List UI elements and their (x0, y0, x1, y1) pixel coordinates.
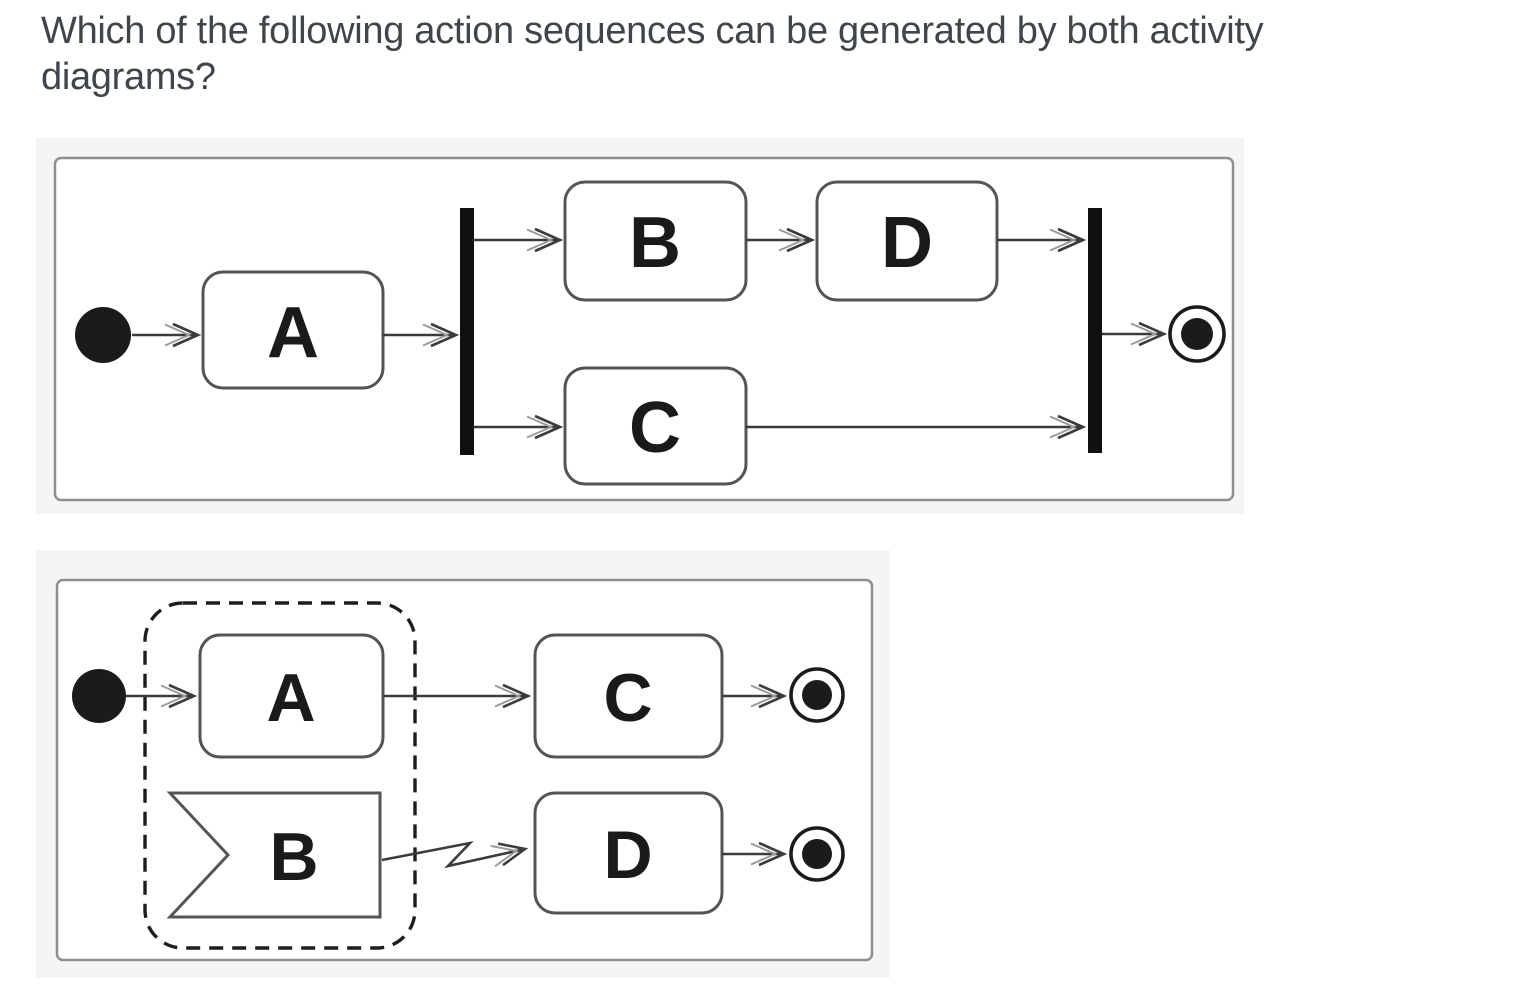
initial-node-icon (75, 307, 131, 363)
fork-bar-icon (460, 208, 474, 455)
question-text: Which of the following action sequences … (41, 10, 1264, 98)
initial-node-icon (72, 669, 126, 723)
signal-receipt-node-b (166, 791, 382, 919)
join-bar-icon (1088, 208, 1102, 453)
action-node-d-label: D (881, 203, 933, 283)
action-node-a-label: A (266, 660, 315, 736)
activity-diagram-1: A B D C (36, 138, 1244, 519)
diagram2-canvas: A C B D (36, 550, 890, 978)
action-node-c-label: C (629, 388, 681, 468)
action-node-a-label: A (267, 293, 319, 373)
final-node-icon-bottom (802, 839, 832, 869)
diagram2-frame (55, 578, 874, 962)
interrupting-edge-zigzag-icon (381, 840, 529, 869)
action-node-a (201, 270, 385, 390)
activity-diagram-2: A C B D (36, 550, 890, 983)
interruptible-region-icon (143, 601, 417, 950)
diagram1-canvas: A B D C (36, 138, 1244, 514)
action-node-c-label: C (603, 660, 652, 736)
signal-node-b-label: B (269, 819, 318, 895)
action-node-d-label: D (603, 817, 652, 893)
final-node-icon-top (802, 680, 832, 710)
final-node-icon (1181, 318, 1213, 350)
action-node-b-label: B (629, 203, 681, 283)
